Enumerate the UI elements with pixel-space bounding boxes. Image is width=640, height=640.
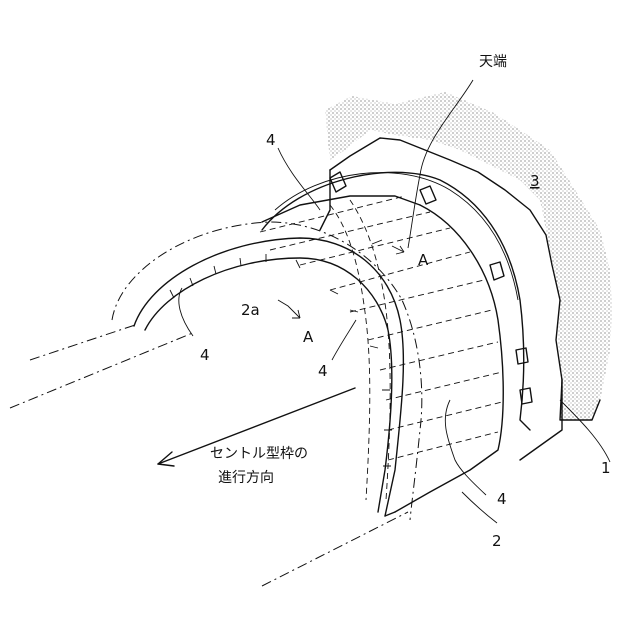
formwork-top-line — [262, 196, 420, 222]
label-section-a-upper: A — [418, 251, 429, 269]
section-arrow-lower — [278, 300, 300, 318]
label-ground-ref: 3 — [530, 172, 540, 190]
axis-line-mid — [30, 325, 135, 360]
label-top-end: 天端 — [479, 54, 507, 70]
label-member-4-right: 4 — [497, 490, 507, 508]
label-ref-1: 1 — [601, 459, 611, 477]
lining-ref-1 — [262, 172, 530, 430]
formwork-right-side — [395, 205, 503, 512]
label-direction-line2: 進行方向 — [218, 470, 274, 486]
label-section-a-lower: A — [303, 328, 314, 346]
label-member-4-left: 4 — [200, 346, 210, 364]
ground-region — [325, 92, 612, 420]
label-panel-2a: 2a — [241, 301, 260, 319]
label-member-4-top: 4 — [266, 131, 276, 149]
surface-dash-lines — [260, 196, 502, 460]
formwork-bottom-edge — [385, 512, 395, 516]
label-direction-line1: セントル型枠の — [210, 446, 308, 462]
label-ref-2: 2 — [492, 532, 502, 550]
excavation-edge — [320, 170, 562, 460]
axis-line-lower — [262, 512, 408, 586]
axis-line-upper — [10, 332, 195, 408]
label-member-4-mid: 4 — [318, 362, 328, 380]
section-arrow-upper — [372, 240, 404, 254]
